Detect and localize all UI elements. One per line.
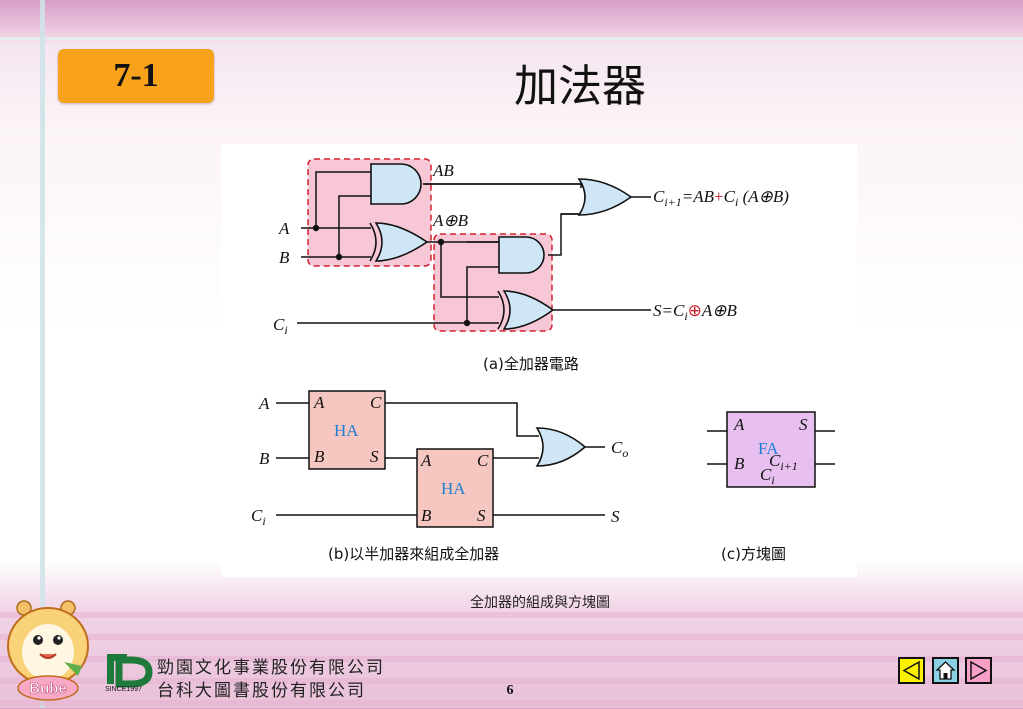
ha2-label: HA [441,479,466,498]
label-sum: S=Ci⊕A⊕B [653,301,738,323]
publisher-name-2: 台科大圖書股份有限公司 [157,681,366,701]
junction-dots [312,224,471,327]
decorative-stripe [0,700,1023,706]
label-carry-out: Ci+1=AB+Ci (A⊕B) [653,187,789,209]
half-adder-block-1 [308,390,386,470]
circuit-diagram: A B Ci AB A⊕B Ci+1=AB+Ci (A⊕B) S=Ci⊕A⊕B … [251,158,835,563]
caption-c: (c)方塊圖 [721,545,786,563]
ha1-pin-s: S [370,447,379,466]
label-a-xor-b: A⊕B [432,211,469,230]
label-b-input-b: B [259,449,270,468]
half-adder-block-2 [416,448,494,528]
ha2-pin-b: B [421,506,432,525]
label-input-ci: Ci [273,315,288,337]
and-gate-2 [498,236,545,274]
publisher-logo [105,652,155,696]
decorative-stripe [0,634,1023,640]
previous-arrow-icon [902,660,920,681]
label-b-co: Co [611,438,628,460]
decorative-stripe [0,678,1023,684]
ha1-label: HA [334,421,359,440]
section-badge: 7-1 [58,49,214,103]
fa-pin-co: Ci+1 [769,451,798,473]
or-gate [577,178,633,216]
fa-pin-b: B [734,454,745,473]
next-button[interactable] [965,657,992,684]
label-b-input-ci: Ci [251,506,266,528]
page-number: 6 [506,683,514,698]
caption-a: (a)全加器電路 [483,355,579,373]
logo-since: SINCE1997 [105,686,142,693]
decorative-stripe [0,612,1023,618]
label-ab: AB [432,161,454,180]
xor-gate-2 [497,290,555,330]
decorative-line [0,37,1023,40]
ha1-pin-c: C [370,393,382,412]
fa-pin-s: S [799,415,808,434]
decorative-line [40,0,45,708]
previous-button[interactable] [898,657,925,684]
caption-b: (b)以半加器來組成全加器 [328,545,499,563]
full-adder-block [726,411,816,488]
mascot-text: Bube [29,680,67,697]
ha1-pin-b: B [314,447,325,466]
or-gate-b [535,427,587,467]
mascot-logo: Bube [4,596,104,704]
label-b-s: S [611,507,620,526]
home-icon [935,661,956,680]
home-button[interactable] [932,657,959,684]
publisher-name-1: 勁園文化事業股份有限公司 [157,658,385,678]
and-gate-1 [370,163,422,205]
fa-pin-ci: Ci [760,465,775,487]
label-input-a: A [278,219,290,238]
label-b-input-a: A [258,394,270,413]
slide-title: 加法器 [514,61,646,112]
xor-gate-1 [369,222,429,262]
ha2-pin-a: A [420,451,432,470]
label-input-b: B [279,248,290,267]
fa-pin-a: A [733,415,745,434]
ha2-pin-s: S [477,506,486,525]
decorative-stripe [0,656,1023,662]
full-adder-figure: A B Ci AB A⊕B Ci+1=AB+Ci (A⊕B) S=Ci⊕A⊕B … [221,144,857,577]
slide-caption: 全加器的組成與方塊圖 [470,595,610,611]
next-arrow-icon [970,660,988,681]
fa-label: FA [758,439,779,458]
ha1-pin-a: A [313,393,325,412]
ha2-pin-c: C [477,451,489,470]
